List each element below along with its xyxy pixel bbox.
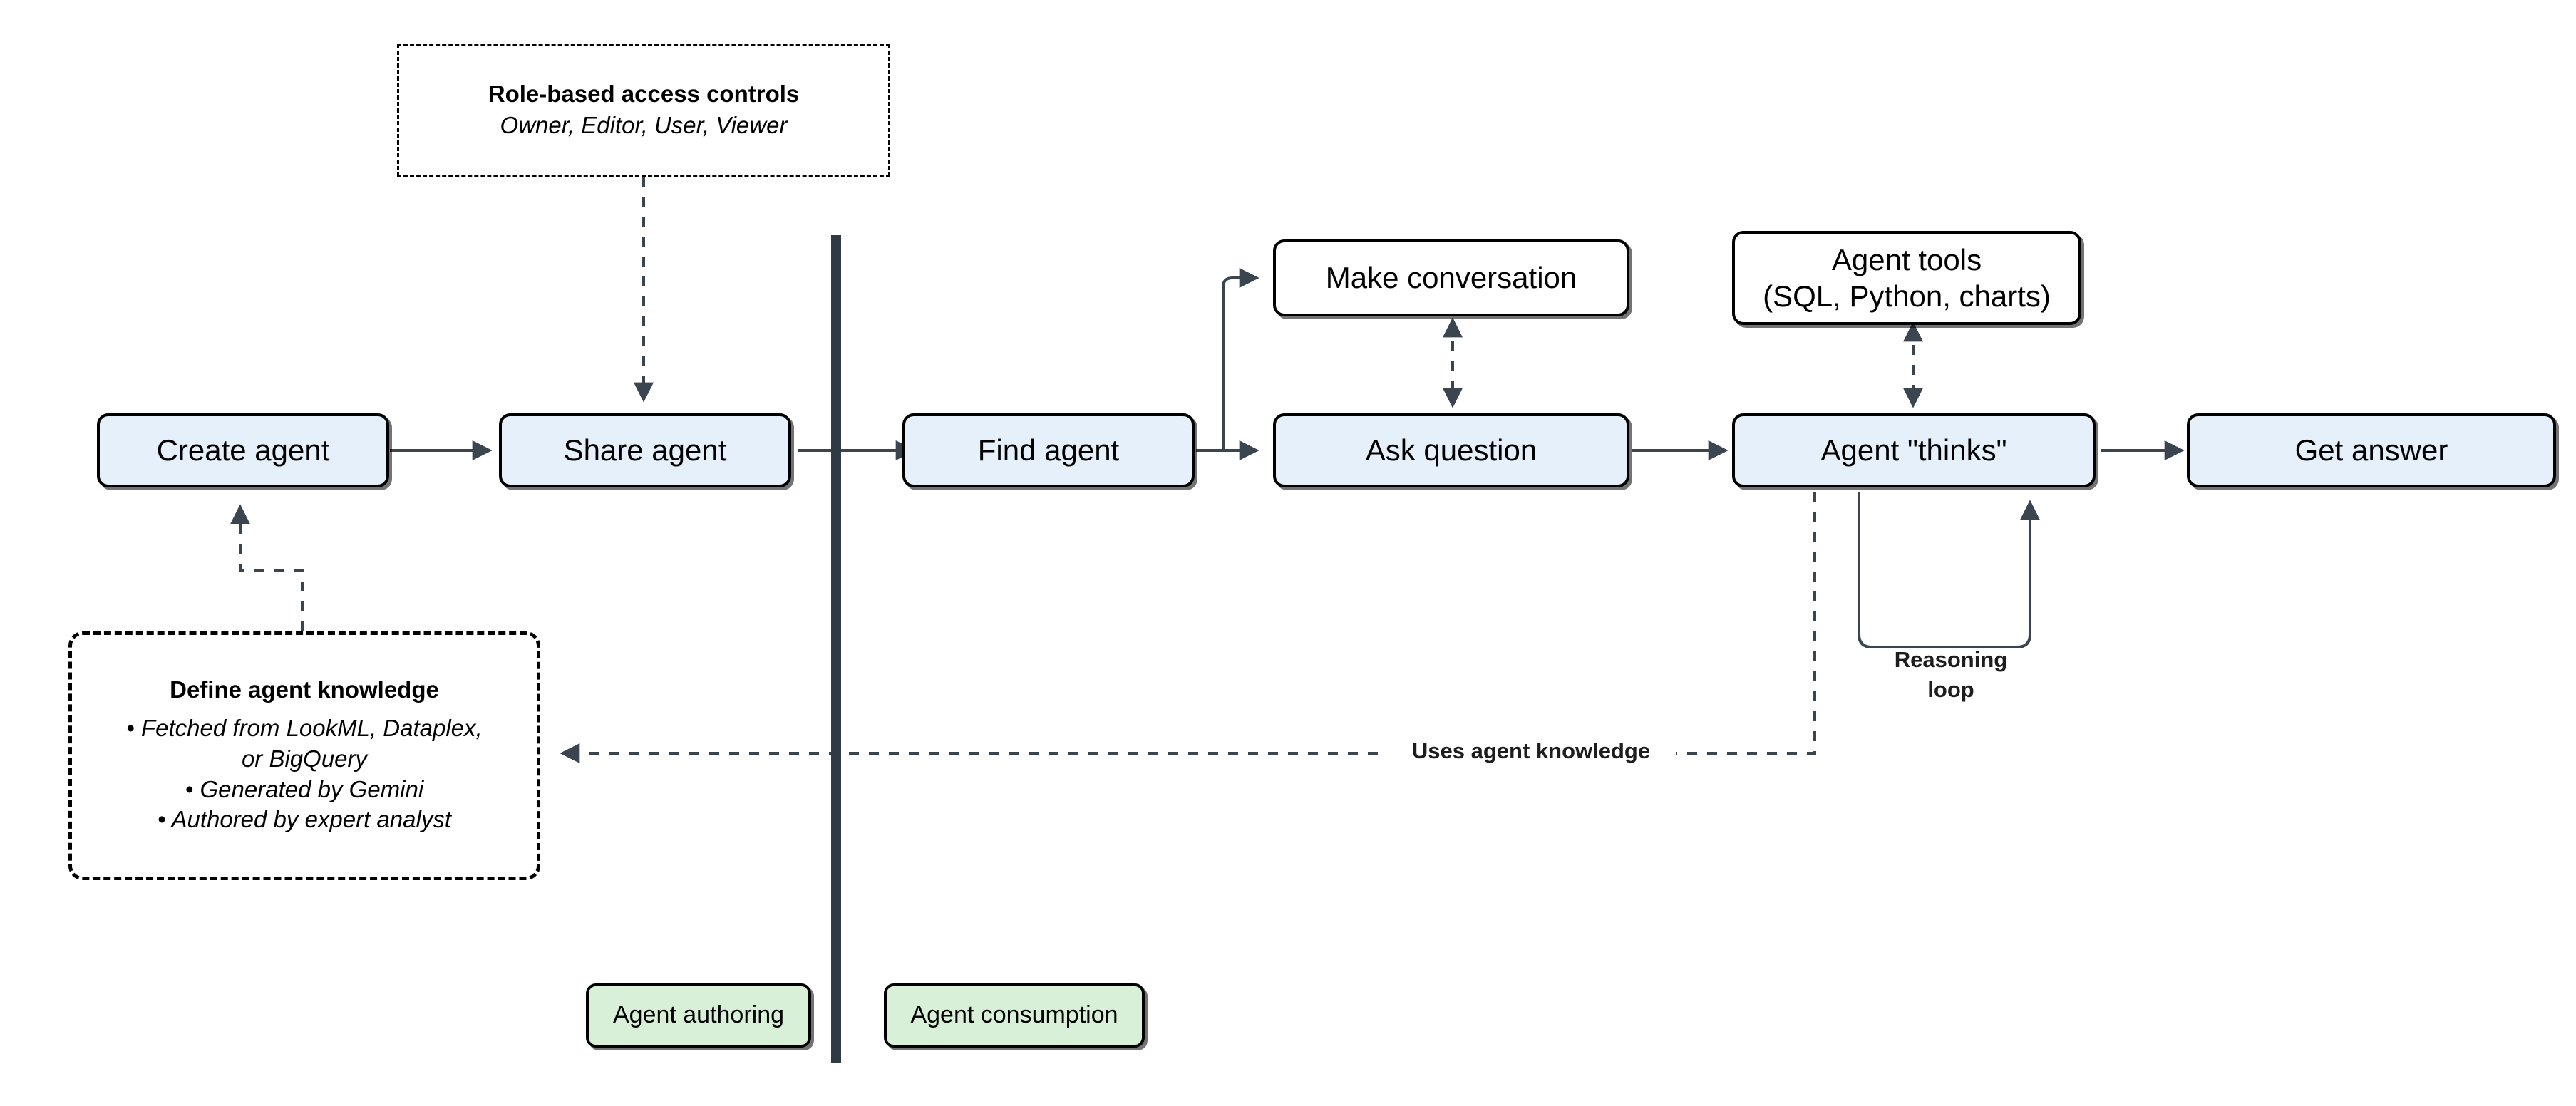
- node-agent-thinks[interactable]: Agent "thinks": [1732, 413, 2096, 487]
- note-knowledge-item-1: or BigQuery: [241, 745, 368, 772]
- node-agent-thinks-label: Agent "thinks": [1820, 433, 2007, 467]
- node-find-agent-label: Find agent: [977, 433, 1120, 467]
- edge-label-reasoning-loop-line1: Reasoning: [1894, 647, 2008, 672]
- phase-divider: [831, 235, 841, 1063]
- legend-agent-consumption[interactable]: Agent consumption: [884, 983, 1145, 1048]
- node-make-conversation-label: Make conversation: [1325, 261, 1577, 295]
- edge-label-uses-agent-knowledge: Uses agent knowledge: [1386, 738, 1676, 764]
- node-agent-tools[interactable]: Agent tools (SQL, Python, charts): [1732, 231, 2081, 325]
- legend-agent-authoring[interactable]: Agent authoring: [586, 983, 811, 1048]
- node-make-conversation[interactable]: Make conversation: [1273, 239, 1629, 316]
- node-ask-question[interactable]: Ask question: [1273, 413, 1629, 487]
- note-knowledge-title: Define agent knowledge: [170, 676, 439, 703]
- note-knowledge-item-0: • Fetched from LookML, Dataplex,: [126, 714, 483, 741]
- note-knowledge-item-3: • Authored by expert analyst: [157, 806, 452, 833]
- note-role-based-access-controls: Role-based access controls Owner, Editor…: [397, 44, 890, 177]
- note-rbac-subtitle: Owner, Editor, User, Viewer: [500, 111, 788, 138]
- node-ask-question-label: Ask question: [1365, 433, 1537, 467]
- node-create-agent[interactable]: Create agent: [97, 413, 389, 487]
- edge-label-reasoning-loop-line2: loop: [1927, 676, 1974, 702]
- connector-knowledge-to-create: [230, 504, 304, 631]
- node-agent-tools-label-line1: Agent tools: [1831, 242, 1982, 276]
- connector-branch-to-make-conversation: [1222, 268, 1259, 450]
- edge-label-reasoning-loop: Reasoning loop: [1865, 645, 2037, 705]
- legend-agent-consumption-label: Agent consumption: [910, 1001, 1118, 1029]
- legend-agent-authoring-label: Agent authoring: [612, 1001, 785, 1029]
- node-share-agent-label: Share agent: [563, 433, 727, 467]
- node-create-agent-label: Create agent: [156, 433, 330, 467]
- note-rbac-title: Role-based access controls: [488, 80, 800, 107]
- connector-uses-agent-knowledge: [560, 492, 1816, 763]
- note-define-agent-knowledge: Define agent knowledge • Fetched from Lo…: [68, 631, 540, 880]
- note-knowledge-item-2: • Generated by Gemini: [185, 775, 424, 802]
- node-find-agent[interactable]: Find agent: [902, 413, 1195, 487]
- node-get-answer[interactable]: Get answer: [2187, 413, 2556, 487]
- node-share-agent[interactable]: Share agent: [499, 413, 791, 487]
- node-get-answer-label: Get answer: [2294, 433, 2448, 467]
- edge-label-uses-agent-knowledge-text: Uses agent knowledge: [1411, 738, 1651, 763]
- connector-reasoning-loop: [1858, 492, 2040, 648]
- node-agent-tools-label-line2: (SQL, Python, charts): [1763, 279, 2051, 313]
